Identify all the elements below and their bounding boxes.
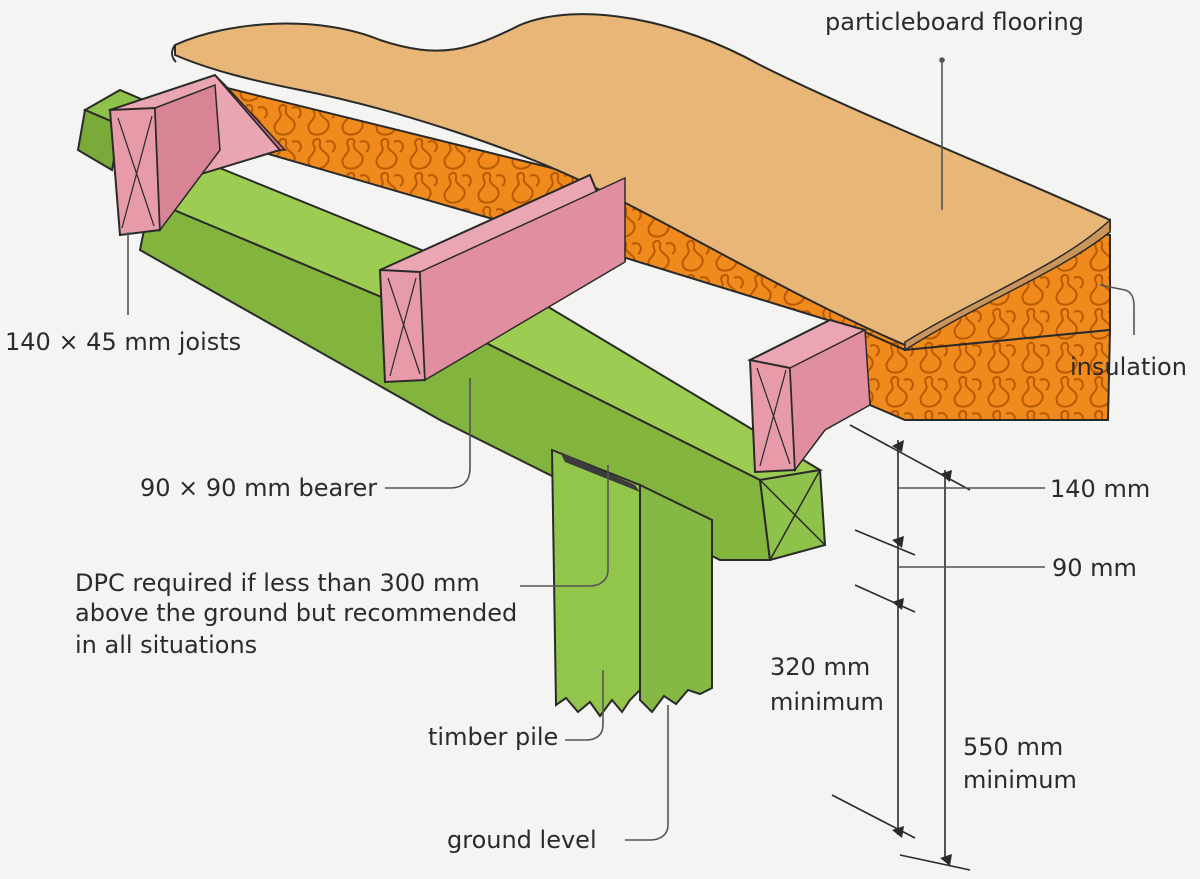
particleboard-flooring [171,13,1111,352]
timber-pile [550,448,713,718]
label-dim-320-line-1: 320 mm [770,653,870,681]
ext-top [849,424,971,491]
label-timber-pile: timber pile [428,723,558,751]
leader-ground-level [625,705,669,841]
label-insulation: insulation [1070,353,1187,381]
leader-dpc [520,465,609,587]
joist-2 [378,173,627,384]
leader-insulation [1099,284,1135,335]
label-dim-140: 140 mm [1050,475,1150,503]
leader-timber-pile [565,670,604,741]
label-dim-550-line-1: 550 mm [963,733,1063,761]
leader-dot [939,57,945,63]
joist-3 [747,318,871,474]
label-dpc-line-2: above the ground but recommended [75,599,517,627]
leader-bearer [385,378,471,489]
label-ground-level: ground level [447,826,597,854]
label-dim-320-line-2: minimum [770,688,884,716]
leader-lines [127,57,1135,841]
label-dim-550-line-2: minimum [963,766,1077,794]
label-joists: 140 × 45 mm joists [5,328,241,356]
label-dim-90: 90 mm [1052,554,1137,582]
ext-140 [854,529,916,556]
label-bearer: 90 × 90 mm bearer [140,474,377,502]
label-dpc-line-1: DPC required if less than 300 mm [75,569,480,597]
label-dpc-line-3: in all situations [75,631,257,659]
joist-1 [108,73,287,237]
dimension-lines [831,424,1045,871]
label-particleboard-flooring: particleboard flooring [825,8,1084,36]
dimension-ticks [892,440,952,866]
ext-ground-outer [899,854,971,871]
ext-90 [854,584,916,613]
